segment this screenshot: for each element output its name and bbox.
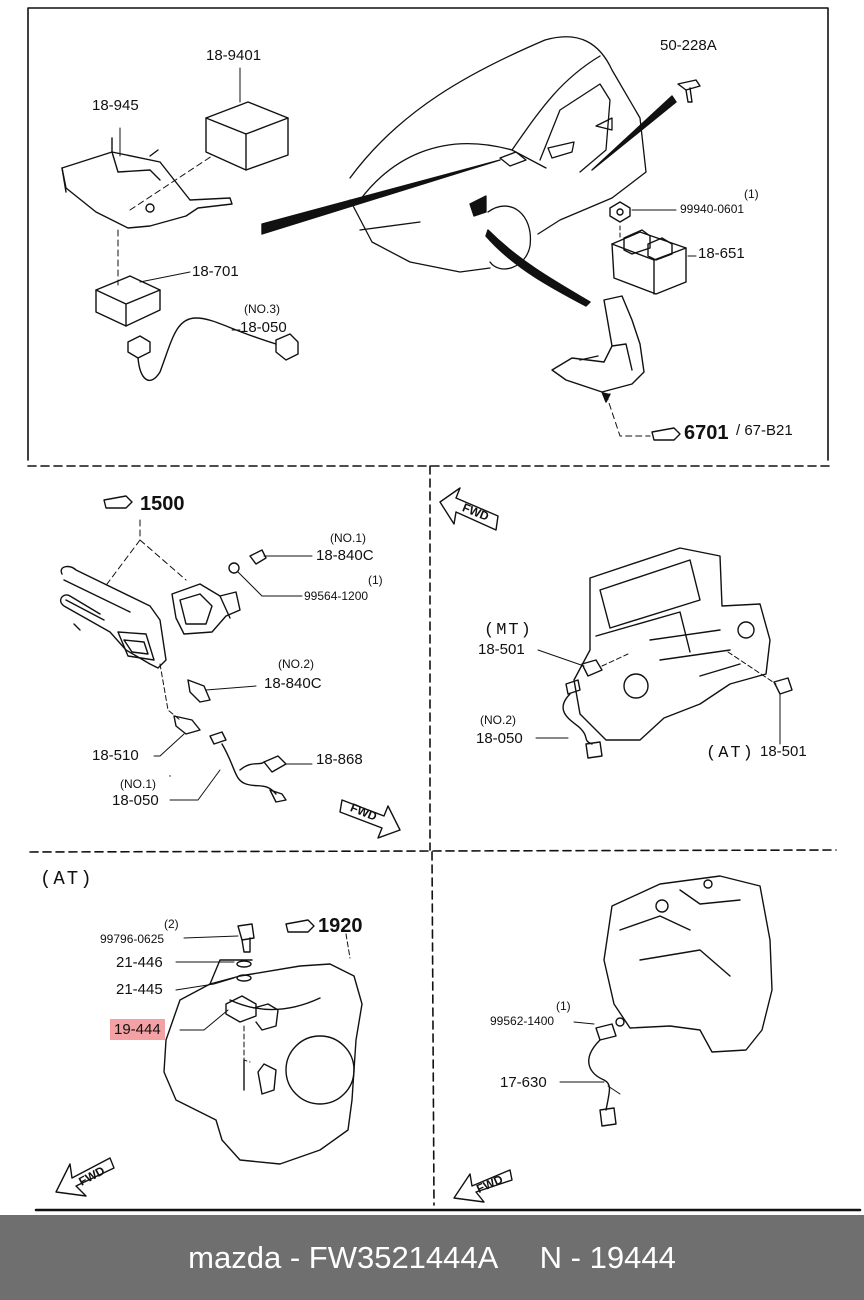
- washer-21-446: [236, 960, 252, 968]
- qty-1-top: (1): [744, 187, 759, 201]
- callout-wedge-right: [591, 95, 677, 171]
- parts-diagram: 18-9401 18-945 50-228A 18-701 (NO.3) 18-…: [27, 7, 862, 1212]
- ref-1500: 1500: [140, 493, 185, 515]
- transmission-case-at: [163, 775, 363, 1165]
- leader-dashed-1920: [345, 933, 351, 959]
- ref-6701: 6701: [684, 422, 729, 444]
- label-67-b21: / 67-B21: [736, 422, 793, 439]
- label-17-630: 17-630: [500, 1074, 547, 1091]
- caption-bar: mazda - FW3521444A N - 19444: [0, 1215, 864, 1300]
- leader-dashed-c: [605, 393, 651, 437]
- callout-wedge-left: [261, 159, 501, 235]
- transaxle-case-mid: [573, 547, 771, 741]
- label-18-050-mid: 18-050: [112, 792, 159, 809]
- sensor-17-630: [559, 1017, 625, 1127]
- fwd-arrow-bottom-left: [55, 1157, 115, 1197]
- label-50-228a: 50-228A: [660, 37, 717, 54]
- fwd-arrow-mid-left: [339, 799, 401, 839]
- variant-at-bottom: (AT): [40, 868, 94, 890]
- transmission-case-br: [603, 875, 773, 1053]
- gasket-cover: [171, 583, 241, 635]
- relay-box: [611, 229, 697, 295]
- bolt-99796: [183, 923, 255, 953]
- label-99940-0601: 99940-0601: [680, 202, 745, 216]
- label-18-868: 18-868: [316, 751, 363, 768]
- module-box: [205, 67, 289, 171]
- caption-text: mazda - FW3521444A N - 19444: [188, 1239, 676, 1275]
- section-dividers: [27, 465, 837, 1206]
- label-18-651: 18-651: [698, 245, 745, 262]
- label-18-501-at: 18-501: [760, 743, 807, 760]
- water-outlet-pipe: [60, 565, 167, 669]
- qty-no1-a: (NO.1): [330, 531, 366, 545]
- sensor-harness-mid: [169, 731, 313, 803]
- qty-no2-b: (NO.2): [480, 713, 516, 727]
- label-21-445: 21-445: [116, 981, 163, 998]
- arrow-head-c: [601, 391, 611, 403]
- mounting-bracket: [61, 127, 233, 229]
- label-18-840c-b: 18-840C: [264, 675, 322, 692]
- fwd-arrow-bottom-right: [453, 1169, 513, 1203]
- label-99564-1200: 99564-1200: [304, 589, 369, 603]
- label-18-510: 18-510: [92, 747, 139, 764]
- qty-no1-b: (NO.1): [120, 777, 156, 791]
- callout-wedge-lower: [485, 229, 591, 307]
- bolt-50-228a: [677, 79, 701, 103]
- sensor-harness-mt: [535, 679, 603, 759]
- label-18-050-top: 18-050: [240, 319, 287, 336]
- leader-21-445: [175, 977, 235, 991]
- label-19-444-highlighted: 19-444: [110, 1019, 165, 1040]
- label-21-446: 21-446: [116, 954, 163, 971]
- sensor-18-840c-no2: [159, 663, 257, 721]
- label-99562-1400: 99562-1400: [490, 1014, 555, 1028]
- fwd-arrow-mid-right: [439, 487, 499, 531]
- ref-1920: 1920: [318, 915, 363, 937]
- qty-1-b: (1): [368, 573, 383, 587]
- variant-at-mid: (AT): [706, 744, 755, 763]
- label-18-945: 18-945: [92, 97, 139, 114]
- speed-sensor-19-444: [225, 995, 279, 1091]
- frame-border: [27, 7, 829, 461]
- ref-hand-1500: [103, 495, 133, 509]
- label-18-9401: 18-9401: [206, 47, 262, 64]
- leader-dashed-d: [103, 519, 187, 589]
- support-bracket: [551, 295, 645, 393]
- sensor-harness-top: [127, 317, 299, 382]
- ref-hand-6701: [651, 427, 681, 441]
- label-99796-0625: 99796-0625: [100, 932, 165, 946]
- qty-1-c: (1): [556, 999, 571, 1013]
- label-18-840c-a: 18-840C: [316, 547, 374, 564]
- label-18-501-mt: 18-501: [478, 641, 525, 658]
- label-18-701: 18-701: [192, 263, 239, 280]
- qty-no2-a: (NO.2): [278, 657, 314, 671]
- leader-19-444: [179, 1009, 229, 1031]
- switch-18-501-mt: [537, 649, 629, 677]
- qty-no3: (NO.3): [244, 302, 280, 316]
- ref-hand-1920: [285, 919, 315, 933]
- variant-mt: (MT): [484, 621, 533, 640]
- switch-18-501-at: [727, 651, 793, 745]
- vehicle-outline: [349, 36, 647, 273]
- sensor-18-510: [153, 715, 201, 757]
- label-18-050-mt: 18-050: [476, 730, 523, 747]
- diagram-drawing: [27, 7, 862, 1212]
- washer-21-445: [236, 974, 252, 982]
- sensor-18-840c-no1: [228, 549, 313, 597]
- qty-2: (2): [164, 917, 179, 931]
- control-unit: [95, 271, 191, 327]
- nut-99940: [609, 201, 677, 223]
